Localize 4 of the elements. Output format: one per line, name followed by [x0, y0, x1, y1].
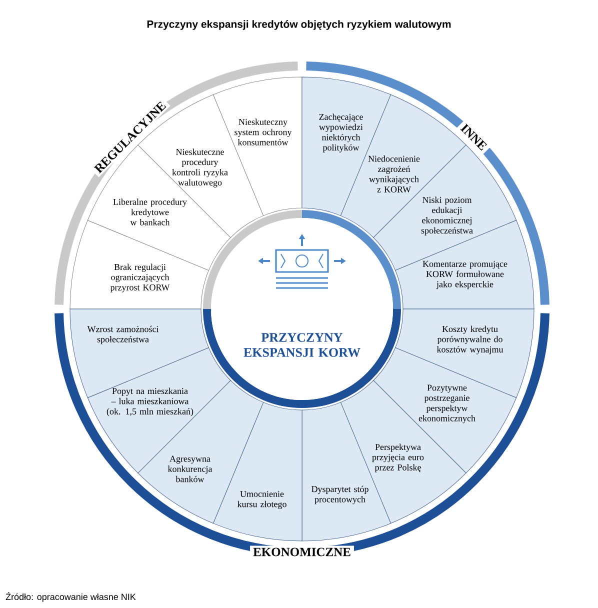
node-label: EKONOMICZNE [253, 548, 350, 556]
title: Przyczyny ekspansji kredytów objętych ryzykiem walutowym [147, 20, 451, 30]
segment: Umocnienie kursu złotego [212, 402, 302, 542]
source-note: Źródło: opracowanie własne NIK [6, 592, 136, 602]
